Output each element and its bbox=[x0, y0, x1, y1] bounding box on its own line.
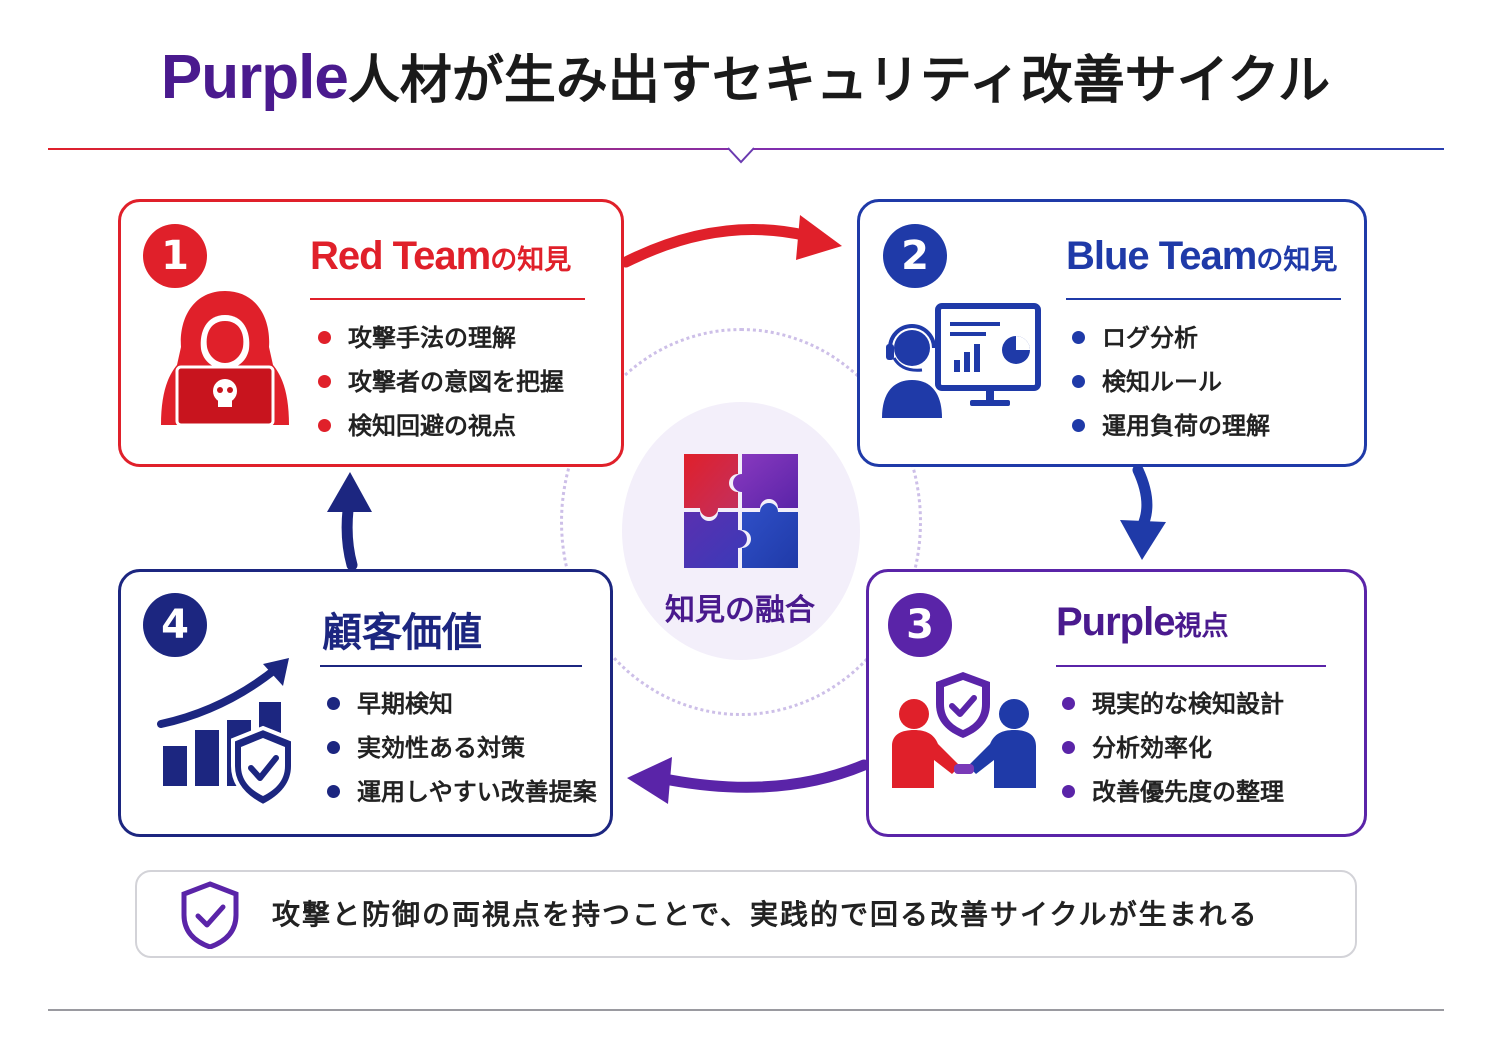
summary-box bbox=[135, 870, 1357, 958]
title-rest: 人材が生み出すセキュリティ改善サイクル bbox=[347, 51, 1331, 111]
center-label: 知見の融合 bbox=[665, 593, 815, 628]
customer-value-list: 早期検知 実効性ある対策 運用しやすい改善提案 bbox=[327, 682, 597, 814]
list-item: 検知回避の視点 bbox=[318, 404, 564, 448]
arrow-red-to-blue bbox=[620, 224, 814, 268]
arrow-purple-to-value bbox=[664, 759, 870, 793]
step-number-2: 2 bbox=[883, 224, 947, 288]
arrow-blue-to-purple bbox=[1132, 464, 1153, 528]
handshake-shield-icon bbox=[892, 672, 1036, 788]
list-item: 検知ルール bbox=[1072, 360, 1270, 404]
title-accent: Purple bbox=[160, 43, 349, 112]
list-item: 早期検知 bbox=[327, 682, 597, 726]
page-title: Purple人材が生み出すセキュリティ改善サイクル bbox=[0, 38, 1491, 113]
blue-team-list: ログ分析 検知ルール 運用負荷の理解 bbox=[1072, 316, 1270, 448]
list-item: ログ分析 bbox=[1072, 316, 1270, 360]
purple-list: 現実的な検知設計 分析効率化 改善優先度の整理 bbox=[1062, 682, 1284, 814]
summary-text: 攻撃と防御の両視点を持つことで、実践的で回る改善サイクルが生まれる bbox=[272, 898, 1259, 931]
step-number-4: 4 bbox=[143, 593, 207, 657]
blue-team-heading: Blue Teamの知見 bbox=[1066, 234, 1338, 278]
growth-chart-shield-icon bbox=[157, 658, 295, 809]
list-item: 運用負荷の理解 bbox=[1072, 404, 1270, 448]
arrow-value-to-red bbox=[341, 504, 358, 571]
value-heading-underline bbox=[320, 665, 582, 667]
list-item: 分析効率化 bbox=[1062, 726, 1284, 770]
purple-heading-underline bbox=[1056, 665, 1326, 667]
bottom-divider bbox=[48, 1009, 1444, 1011]
hacker-icon bbox=[161, 291, 289, 427]
blue-heading-underline bbox=[1066, 298, 1341, 300]
list-item: 攻撃手法の理解 bbox=[318, 316, 564, 360]
list-item: 攻撃者の意図を把握 bbox=[318, 360, 564, 404]
red-team-list: 攻撃手法の理解 攻撃者の意図を把握 検知回避の視点 bbox=[318, 316, 564, 448]
puzzle-icon bbox=[684, 454, 798, 568]
step-number-1: 1 bbox=[143, 224, 207, 288]
shield-check-icon bbox=[181, 881, 239, 949]
analyst-monitor-icon bbox=[882, 303, 1041, 418]
list-item: 実効性ある対策 bbox=[327, 726, 597, 770]
center-dotted-ring bbox=[560, 328, 922, 716]
title-divider-notch bbox=[727, 147, 755, 164]
red-heading-underline bbox=[310, 298, 585, 300]
red-team-heading: Red Teamの知見 bbox=[310, 234, 572, 278]
step-number-3: 3 bbox=[888, 593, 952, 657]
list-item: 現実的な検知設計 bbox=[1062, 682, 1284, 726]
customer-value-heading: 顧客価値 bbox=[322, 610, 482, 656]
list-item: 運用しやすい改善提案 bbox=[327, 770, 597, 814]
list-item: 改善優先度の整理 bbox=[1062, 770, 1284, 814]
purple-heading: Purple視点 bbox=[1056, 600, 1229, 644]
